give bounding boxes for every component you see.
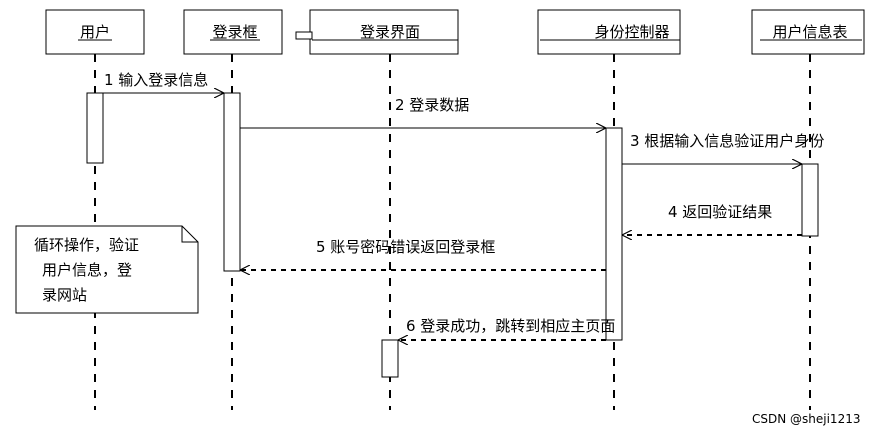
participant-auth-ctrl: 身份控制器: [537, 9, 681, 55]
activation-user-table: [801, 163, 819, 237]
message-5: 5 账号密码错误返回登录框: [240, 238, 606, 270]
message-3: 3 根据输入信息验证用户身份: [622, 132, 824, 164]
activation-login-box: [223, 92, 241, 272]
loop-note: 循环操作，验证 用户信息，登 录网站: [15, 225, 199, 314]
participant-auth-ctrl-label: 身份控制器: [594, 23, 669, 41]
note-line-3: 录网站: [42, 286, 87, 304]
message-2: 2 登录数据: [240, 96, 606, 128]
participant-login-ui-label: 登录界面: [360, 23, 420, 41]
note-line-1: 循环操作，验证: [34, 236, 139, 254]
message-4-label: 4 返回验证结果: [668, 203, 772, 221]
participant-user-table-label: 用户信息表: [772, 23, 847, 41]
message-6-label: 6 登录成功，跳转到相应主页面: [406, 317, 615, 335]
activation-user: [86, 92, 104, 164]
participant-login-box: 登录框: [183, 9, 283, 55]
message-3-label: 3 根据输入信息验证用户身份: [630, 132, 824, 150]
activation-auth-ctrl: [605, 127, 623, 341]
watermark: CSDN @sheji1213: [752, 412, 860, 426]
message-5-label: 5 账号密码错误返回登录框: [316, 238, 495, 256]
message-6: 6 登录成功，跳转到相应主页面: [398, 317, 615, 340]
participant-login-box-label: 登录框: [212, 23, 257, 41]
message-1: 1 输入登录信息: [103, 71, 224, 93]
participant-login-ui: 登录界面: [295, 9, 459, 55]
component-icon: [295, 31, 313, 40]
message-1-label: 1 输入登录信息: [104, 71, 208, 89]
activation-login-ui: [381, 339, 399, 378]
participant-user: 用户: [45, 9, 145, 55]
message-4: 4 返回验证结果: [622, 203, 802, 235]
participant-user-label: 用户: [80, 23, 110, 41]
message-2-label: 2 登录数据: [395, 96, 469, 114]
participant-user-table: 用户信息表: [751, 9, 865, 55]
note-line-2: 用户信息，登: [42, 261, 132, 279]
